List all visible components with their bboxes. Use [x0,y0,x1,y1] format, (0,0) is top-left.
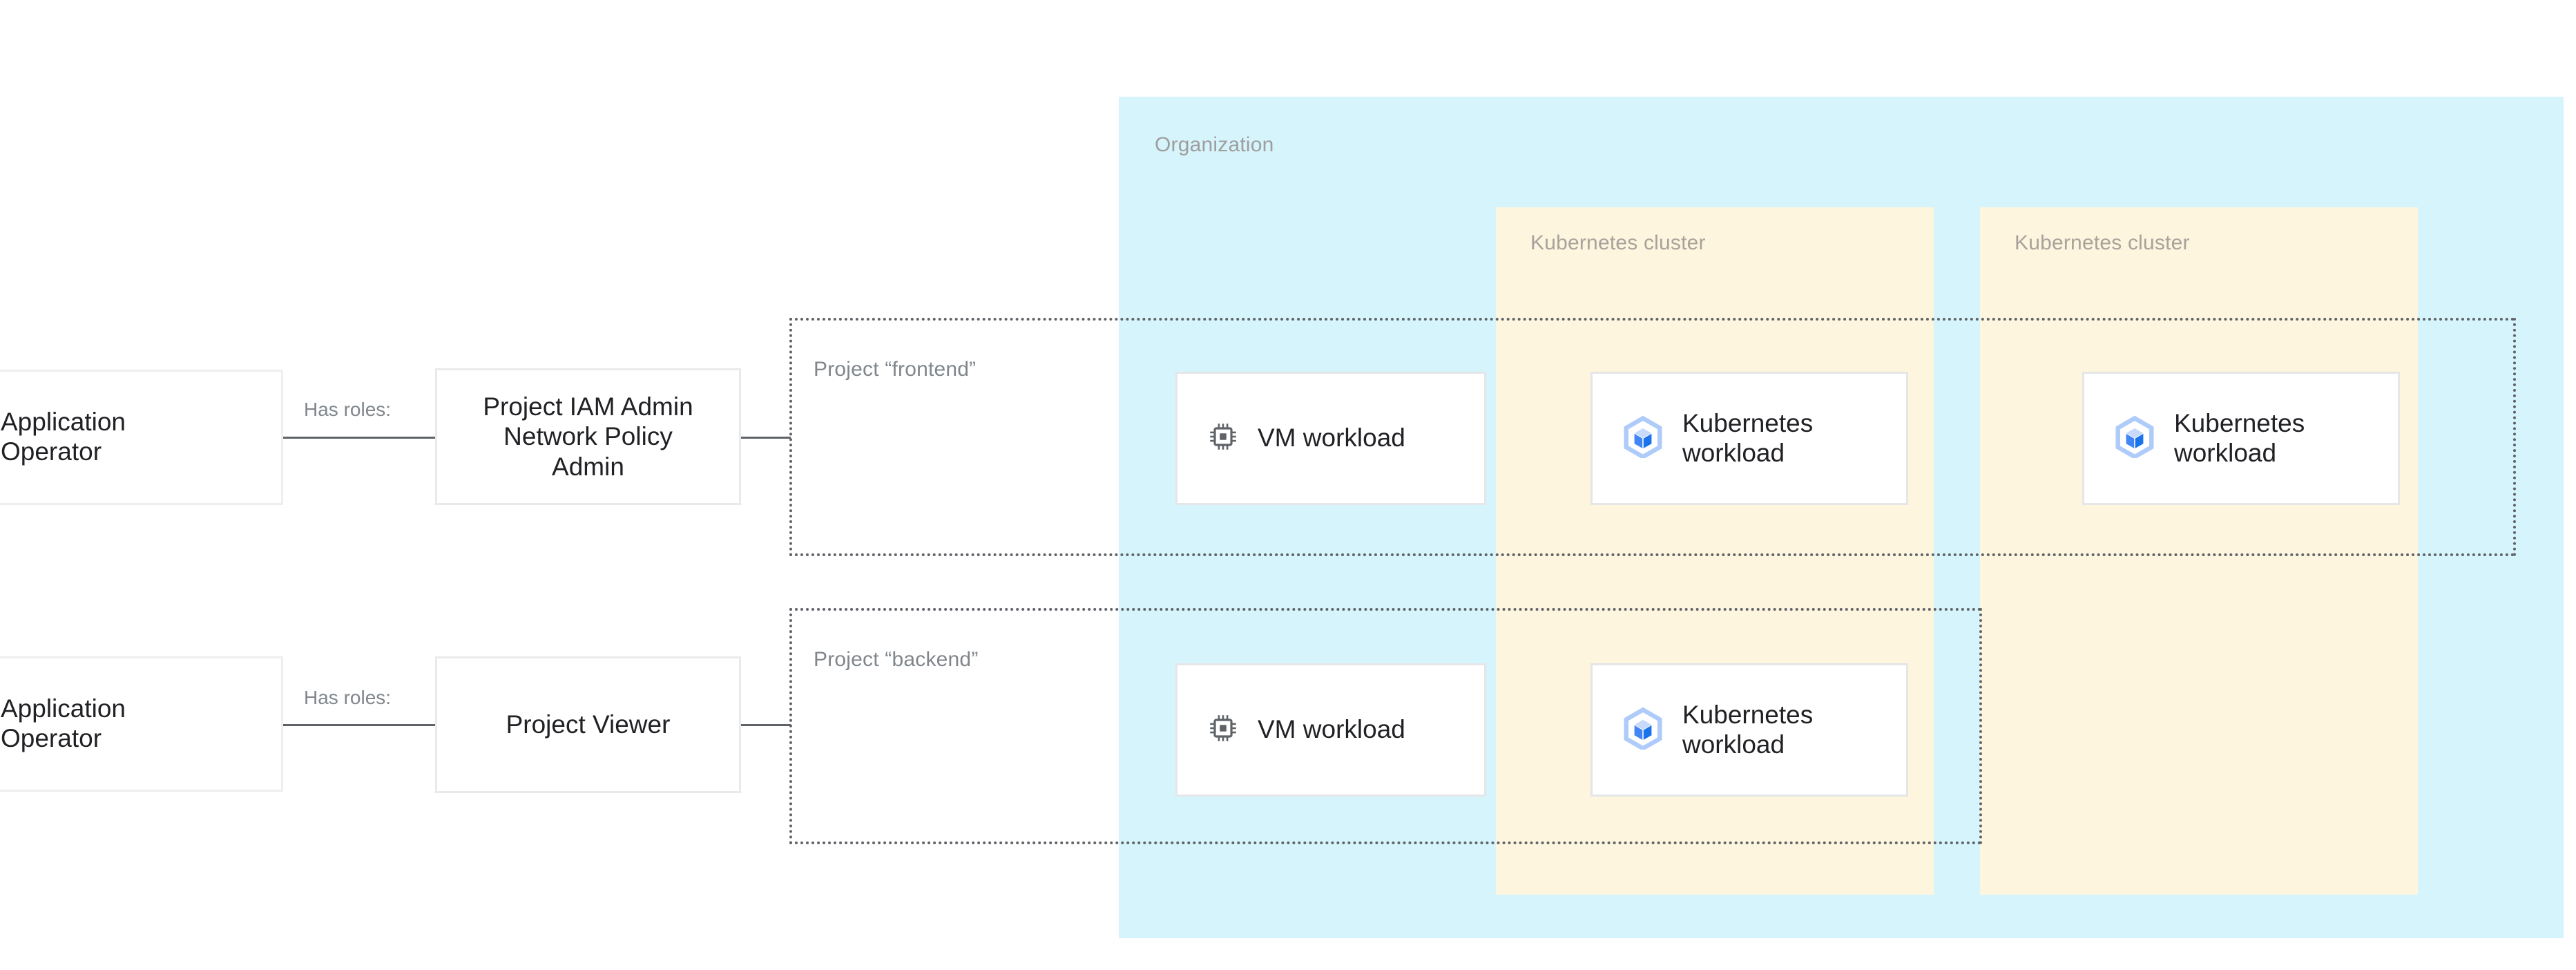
organization-label: Organization [1155,133,1274,156]
workload-card-kubernetes-frontend-cluster-2[interactable]: Kubernetes workload [2082,372,2400,505]
kubernetes-cluster-2-label: Kubernetes cluster [2015,231,2190,254]
connector-actor-2-to-role-2 [283,724,435,726]
workload-label: Kubernetes workload [2174,408,2305,467]
workload-label: VM workload [1258,715,1405,744]
role-card-project-iam-admin[interactable]: Project IAM Admin Network Policy Admin [435,368,741,505]
project-backend-container [789,608,1982,844]
kubernetes-cube-icon [2113,415,2156,462]
connector-role-2-to-project-backend [741,724,791,726]
project-frontend-container [789,318,2516,556]
cpu-chip-icon [1207,420,1240,457]
workload-card-vm-frontend[interactable]: VM workload [1175,372,1486,505]
project-frontend-label: Project “frontend” [814,358,977,381]
workload-card-vm-backend[interactable]: VM workload [1175,663,1486,797]
actor-card-application-operator-1[interactable]: Application Operator [0,370,283,505]
connector-role-1-to-project-frontend [741,437,791,439]
connector-actor-1-to-role-1 [283,437,435,439]
has-roles-label-2: Has roles: [304,687,392,708]
project-backend-label: Project “backend” [814,648,979,671]
kubernetes-cluster-2-container [1980,207,2418,895]
workload-label: Kubernetes workload [1682,408,1814,467]
role-card-project-viewer[interactable]: Project Viewer [435,656,741,793]
has-roles-label-1: Has roles: [304,399,392,420]
actor-card-application-operator-2[interactable]: Application Operator [0,656,283,792]
cpu-chip-icon [1207,712,1240,748]
kubernetes-cluster-1-label: Kubernetes cluster [1530,231,1706,254]
role-label: Project Viewer [506,710,671,739]
workload-label: VM workload [1258,424,1405,453]
workload-label: Kubernetes workload [1682,700,1814,759]
kubernetes-cube-icon [1622,415,1664,462]
workload-card-kubernetes-frontend-cluster-1[interactable]: Kubernetes workload [1590,372,1908,505]
workload-card-kubernetes-backend-cluster-1[interactable]: Kubernetes workload [1590,663,1908,797]
role-label: Project IAM Admin Network Policy Admin [483,392,693,481]
actor-label: Application Operator [1,408,126,466]
kubernetes-cube-icon [1622,707,1664,753]
actor-label: Application Operator [1,694,126,752]
